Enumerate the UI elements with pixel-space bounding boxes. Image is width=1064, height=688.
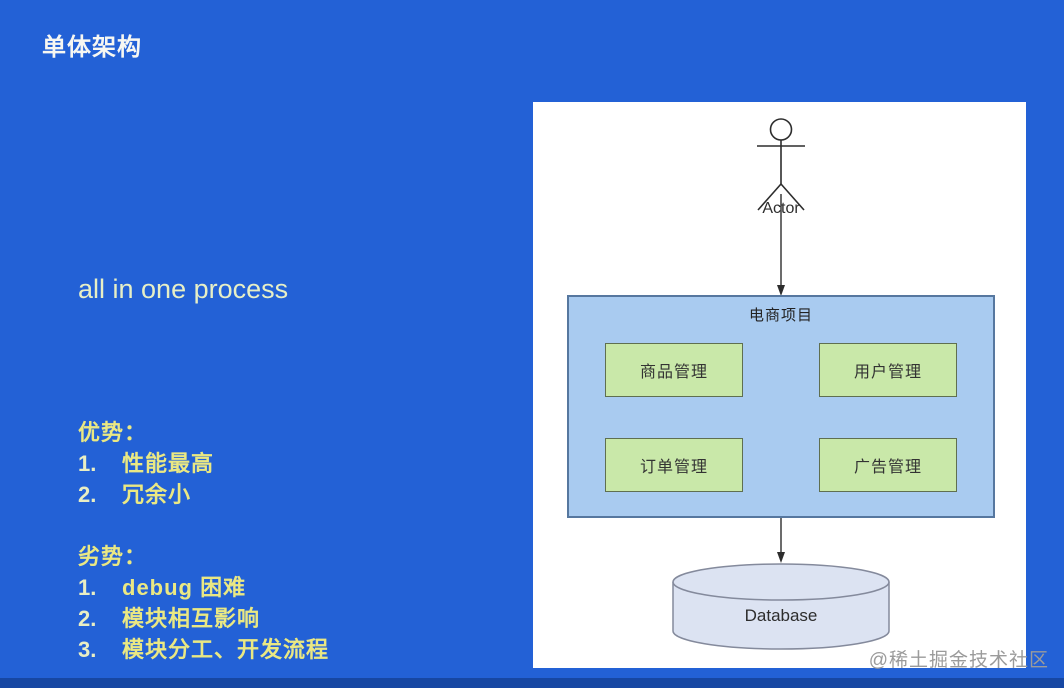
list-item-text: debug 困难 — [122, 575, 247, 600]
pros-heading: 优势： — [78, 420, 148, 445]
list-item-number: 3. — [78, 637, 97, 662]
actor-icon — [757, 118, 805, 211]
list-item: 2. 模块相互影响 — [78, 603, 329, 634]
arrow-actor-to-system — [777, 194, 785, 296]
cons-list: 劣势： 1. debug 困难 2. 模块相互影响 3. 模块分工、开发流程 — [78, 541, 329, 665]
cons-heading: 劣势： — [78, 544, 148, 569]
database-label: Database — [744, 606, 818, 625]
cylinder-top — [672, 563, 890, 601]
list-item-text: 模块分工、开发流程 — [122, 637, 330, 662]
list-item-number: 1. — [78, 575, 97, 600]
actor-leg-left — [757, 183, 782, 211]
actor-leg-right — [780, 183, 805, 211]
list-item: 1. 性能最高 — [78, 448, 214, 479]
list-item-text: 模块相互影响 — [122, 606, 261, 631]
list-item-number: 2. — [78, 482, 97, 507]
diagram-panel: Actor 电商项目 商品管理 用户管理 订单管理 广告管理 Database — [533, 102, 1026, 668]
cylinder-body — [672, 582, 890, 650]
watermark: @稀土掘金技术社区 — [868, 650, 1049, 671]
arrow-head — [777, 552, 785, 563]
page-title: 单体架构 — [42, 34, 142, 61]
list-item-text: 冗余小 — [122, 482, 192, 507]
system-box: 电商项目 商品管理 用户管理 订单管理 广告管理 — [567, 295, 995, 518]
module-user: 用户管理 — [819, 343, 957, 397]
list-item-number: 2. — [78, 606, 97, 631]
pros-list: 优势： 1. 性能最高 2. 冗余小 — [78, 417, 214, 510]
arrow-system-to-database — [777, 518, 785, 563]
list-item: 3. 模块分工、开发流程 — [78, 634, 329, 665]
actor-head — [769, 118, 793, 141]
database-icon — [672, 563, 890, 650]
arrow-head — [777, 285, 785, 296]
footer-bar — [0, 678, 1064, 688]
list-item-number: 1. — [78, 451, 97, 476]
database-cylinder: Database — [670, 562, 892, 652]
module-order: 订单管理 — [605, 438, 743, 492]
list-item: 2. 冗余小 — [78, 479, 214, 510]
list-item: 1. debug 困难 — [78, 572, 329, 603]
module-ad: 广告管理 — [819, 438, 957, 492]
module-product: 商品管理 — [605, 343, 743, 397]
actor-label: Actor — [762, 200, 800, 217]
tagline-text: all in one process — [78, 274, 289, 304]
list-item-text: 性能最高 — [122, 451, 215, 476]
system-title: 电商项目 — [748, 307, 813, 324]
